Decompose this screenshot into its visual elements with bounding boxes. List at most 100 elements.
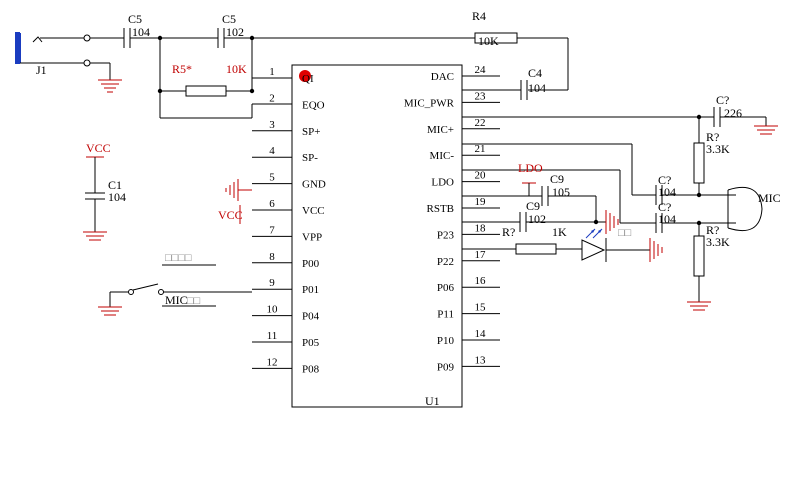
svg-text:C5: C5	[222, 12, 236, 26]
pin-name: RSTB	[426, 203, 454, 215]
cap-c9-102: C9 102	[519, 199, 606, 232]
svg-text:C?: C?	[658, 173, 671, 187]
cap-c5-102: C5 102	[217, 12, 475, 48]
svg-text:C?: C?	[716, 93, 729, 107]
pin-number: 23	[475, 90, 487, 102]
pin-number: 12	[267, 356, 278, 368]
svg-text:105: 105	[552, 185, 570, 199]
svg-text:C1: C1	[108, 178, 122, 192]
pin-name: SP+	[302, 126, 320, 138]
svg-text:MIC: MIC	[758, 191, 781, 205]
pin-number: 4	[269, 145, 275, 157]
svg-text:□□: □□	[187, 295, 201, 307]
cap-c9-105: C9 105	[541, 172, 597, 222]
ground-rstb	[605, 210, 619, 234]
pin-name: MIC-	[430, 150, 455, 162]
pin-number: 18	[475, 222, 487, 234]
svg-text:C9: C9	[550, 172, 564, 186]
pin-number: 22	[475, 117, 486, 129]
cap-c4: C4 104	[462, 66, 546, 100]
ic-left-pins: 1QI2EQO3SP+4SP-5GND6VCC7VPP8P009P0110P04…	[252, 66, 326, 375]
svg-text:1K: 1K	[552, 225, 567, 239]
switch-p01	[109, 283, 252, 307]
resistor-3k3-top: R? 3.3K	[693, 117, 730, 195]
pin-name: SP-	[302, 152, 318, 164]
pin-number: 24	[475, 64, 487, 76]
svg-text:3.3K: 3.3K	[706, 142, 730, 156]
led	[581, 228, 650, 262]
resistor-r4: R4 10K	[472, 9, 569, 91]
pin-name: VCC	[302, 205, 325, 217]
pin-name: P10	[437, 335, 455, 347]
svg-text:10K: 10K	[478, 34, 499, 48]
pin-name: EQO	[302, 99, 325, 111]
pin-number: 19	[475, 196, 487, 208]
pin-number: 9	[269, 277, 275, 289]
ground-c1	[83, 231, 107, 241]
j1-label: J1	[36, 63, 47, 77]
ground-226	[754, 125, 778, 135]
svg-text:C?: C?	[658, 200, 671, 214]
pin-number: 10	[267, 304, 279, 316]
ground-j1	[98, 79, 122, 93]
pin-name: P05	[302, 337, 320, 349]
pin-name: MIC_PWR	[404, 97, 455, 109]
microphone: MIC	[727, 186, 781, 232]
pin-name: P06	[437, 282, 455, 294]
pin-number: 14	[475, 328, 487, 340]
cap-c1: VCC C1 104	[85, 141, 126, 232]
pin-name: GND	[302, 179, 326, 191]
svg-text:104: 104	[108, 190, 126, 204]
pin-name: MIC+	[427, 124, 454, 136]
svg-text:□□□□: □□□□	[165, 252, 192, 264]
pin-name: DAC	[431, 71, 454, 83]
svg-text:10K: 10K	[226, 62, 247, 76]
svg-text:R4: R4	[472, 9, 486, 23]
ic-ref: U1	[425, 394, 440, 408]
svg-text:104: 104	[528, 81, 546, 95]
pin-name: P00	[302, 258, 320, 270]
svg-text:3.3K: 3.3K	[706, 235, 730, 249]
svg-text:104: 104	[132, 25, 150, 39]
pin-name: P23	[437, 229, 455, 241]
resistor-led: R? 1K	[502, 225, 582, 255]
pin-number: 1	[269, 66, 275, 78]
svg-text:LDO: LDO	[518, 161, 543, 175]
svg-text:226: 226	[724, 106, 742, 120]
pin-name: P04	[302, 311, 320, 323]
cap-mic-plus: C? 104	[655, 173, 728, 205]
pin-name: P08	[302, 363, 320, 375]
svg-text:102: 102	[528, 212, 546, 226]
cap-mic-minus: C? 104	[655, 200, 728, 233]
svg-text:C4: C4	[528, 66, 542, 80]
ground-led	[649, 238, 663, 262]
pin-number: 6	[269, 198, 275, 210]
pin-number: 11	[267, 330, 278, 342]
svg-text:R?: R?	[706, 223, 719, 237]
cap-c5-104: C5 104	[123, 12, 218, 48]
svg-text:104: 104	[658, 185, 676, 199]
ic-right-pins: 24DAC23MIC_PWR22MIC+21MIC-20LDO19RSTB18P…	[404, 64, 500, 373]
svg-text:C5: C5	[128, 12, 142, 26]
svg-text:R5*: R5*	[172, 62, 192, 76]
pin-name: P22	[437, 256, 454, 268]
svg-text:□□: □□	[618, 227, 632, 239]
pin-number: 15	[475, 302, 487, 314]
resistor-3k3-bottom: R? 3.3K	[693, 223, 730, 302]
ground-pin5	[225, 179, 252, 201]
jack-j1: J1	[15, 32, 124, 80]
pin-name: LDO	[431, 177, 454, 189]
svg-text:104: 104	[658, 212, 676, 226]
svg-text:MIC: MIC	[165, 293, 188, 307]
svg-text:R?: R?	[706, 130, 719, 144]
ground-3k3	[687, 301, 711, 311]
pin-number: 21	[475, 143, 486, 155]
pin-name: QI	[302, 73, 314, 85]
pin-number: 2	[269, 92, 275, 104]
pin-name: P01	[302, 284, 319, 296]
pin-number: 13	[475, 354, 487, 366]
svg-text:C9: C9	[526, 199, 540, 213]
pin1-marker	[299, 70, 311, 82]
svg-text:VCC: VCC	[86, 141, 111, 155]
